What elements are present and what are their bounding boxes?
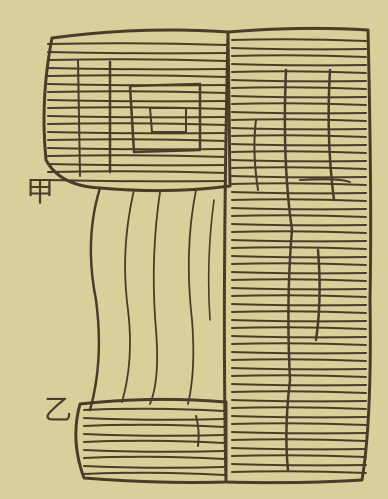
- label-yi: 乙: [44, 396, 72, 424]
- label-jia: 甲: [26, 178, 54, 206]
